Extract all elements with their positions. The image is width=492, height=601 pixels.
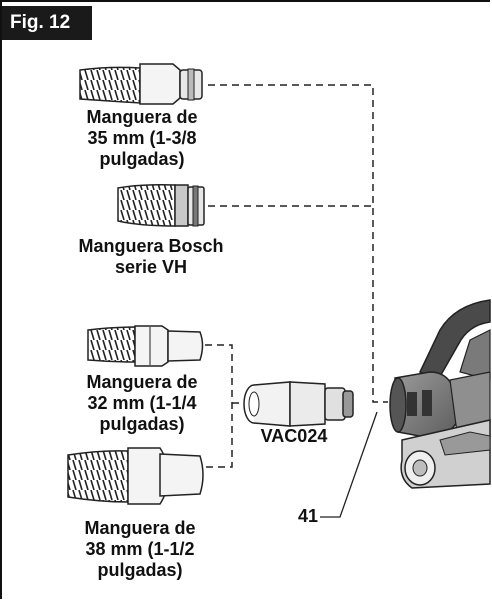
label-hose-35mm: Manguera de 35 mm (1-3/8 pulgadas) xyxy=(86,107,198,169)
figure-label: Fig. 12 xyxy=(2,6,92,40)
hose-35mm-drawing xyxy=(79,63,203,105)
callout-41-leader xyxy=(320,411,378,518)
vac024-adapter-drawing xyxy=(243,381,354,427)
label-adapter: VAC024 xyxy=(260,426,328,446)
hose-bosch-vh-drawing xyxy=(117,184,205,227)
label-hose-bosch-vh: Manguera Bosch serie VH xyxy=(78,236,224,277)
hose-32mm-drawing xyxy=(87,325,204,367)
callout-41: 41 xyxy=(297,506,318,526)
label-hose-32mm: Manguera de 32 mm (1-1/4 pulgadas) xyxy=(86,372,198,434)
dashed-connectors xyxy=(205,84,388,468)
label-hose-38mm: Manguera de 38 mm (1-1/2 pulgadas) xyxy=(84,518,196,580)
tool-drawing xyxy=(389,299,491,489)
hose-38mm-drawing xyxy=(67,447,204,505)
